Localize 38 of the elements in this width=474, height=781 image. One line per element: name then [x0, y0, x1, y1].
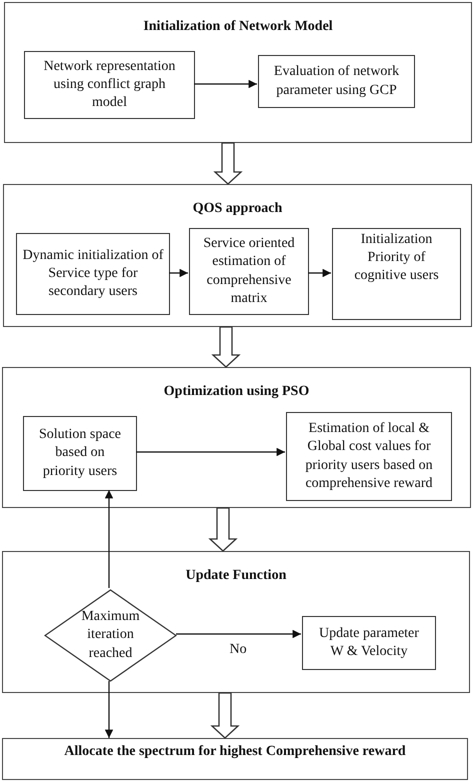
arrow — [176, 630, 301, 638]
block-arrow — [208, 507, 238, 552]
block-arrow — [211, 326, 241, 368]
result-box — [2, 738, 468, 780]
arrow — [136, 448, 285, 456]
heading: Update Function — [186, 568, 286, 584]
process-box — [16, 233, 170, 315]
heading: Optimization using PSO — [164, 384, 310, 400]
arrow — [169, 268, 188, 278]
process-box — [23, 416, 137, 491]
process-box — [24, 51, 195, 119]
box-text: Network representation using conflict graph model — [42, 58, 176, 112]
box-text: Estimation of local & Global cost values for priority users based on comprehensive reward — [304, 420, 434, 493]
heading: QOS approach — [192, 201, 282, 217]
decision-text: Maximum iteration reached — [80, 608, 141, 663]
arrow — [104, 490, 114, 588]
block-arrow — [213, 142, 243, 185]
process-box — [286, 412, 452, 501]
process-box — [332, 228, 461, 320]
box-text: Initialization Priority of cognitive users — [353, 231, 440, 286]
stage-panel — [2, 551, 470, 693]
process-box — [302, 616, 436, 670]
box-text: Solution space based on priority users — [38, 426, 122, 481]
arrow — [194, 80, 257, 88]
heading: Allocate the spectrum for highest Comprehensive reward — [64, 744, 406, 760]
arrow — [104, 681, 114, 738]
heading: Initialization of Network Model — [143, 19, 333, 35]
process-box — [189, 228, 309, 315]
arrow — [308, 268, 331, 278]
process-box — [258, 55, 415, 108]
box-text: Service oriented estimation of comprehensive matrix — [202, 235, 296, 308]
block-arrow — [210, 692, 240, 739]
stage-panel — [4, 2, 472, 143]
stage-panel — [3, 184, 472, 327]
box-text: Update parameter W & Velocity — [318, 624, 420, 661]
box-text: Evaluation of network parameter using GCP — [272, 63, 400, 100]
stage-panel — [2, 367, 471, 508]
box-text: Dynamic initialization of Service type for secondary users — [22, 246, 164, 302]
